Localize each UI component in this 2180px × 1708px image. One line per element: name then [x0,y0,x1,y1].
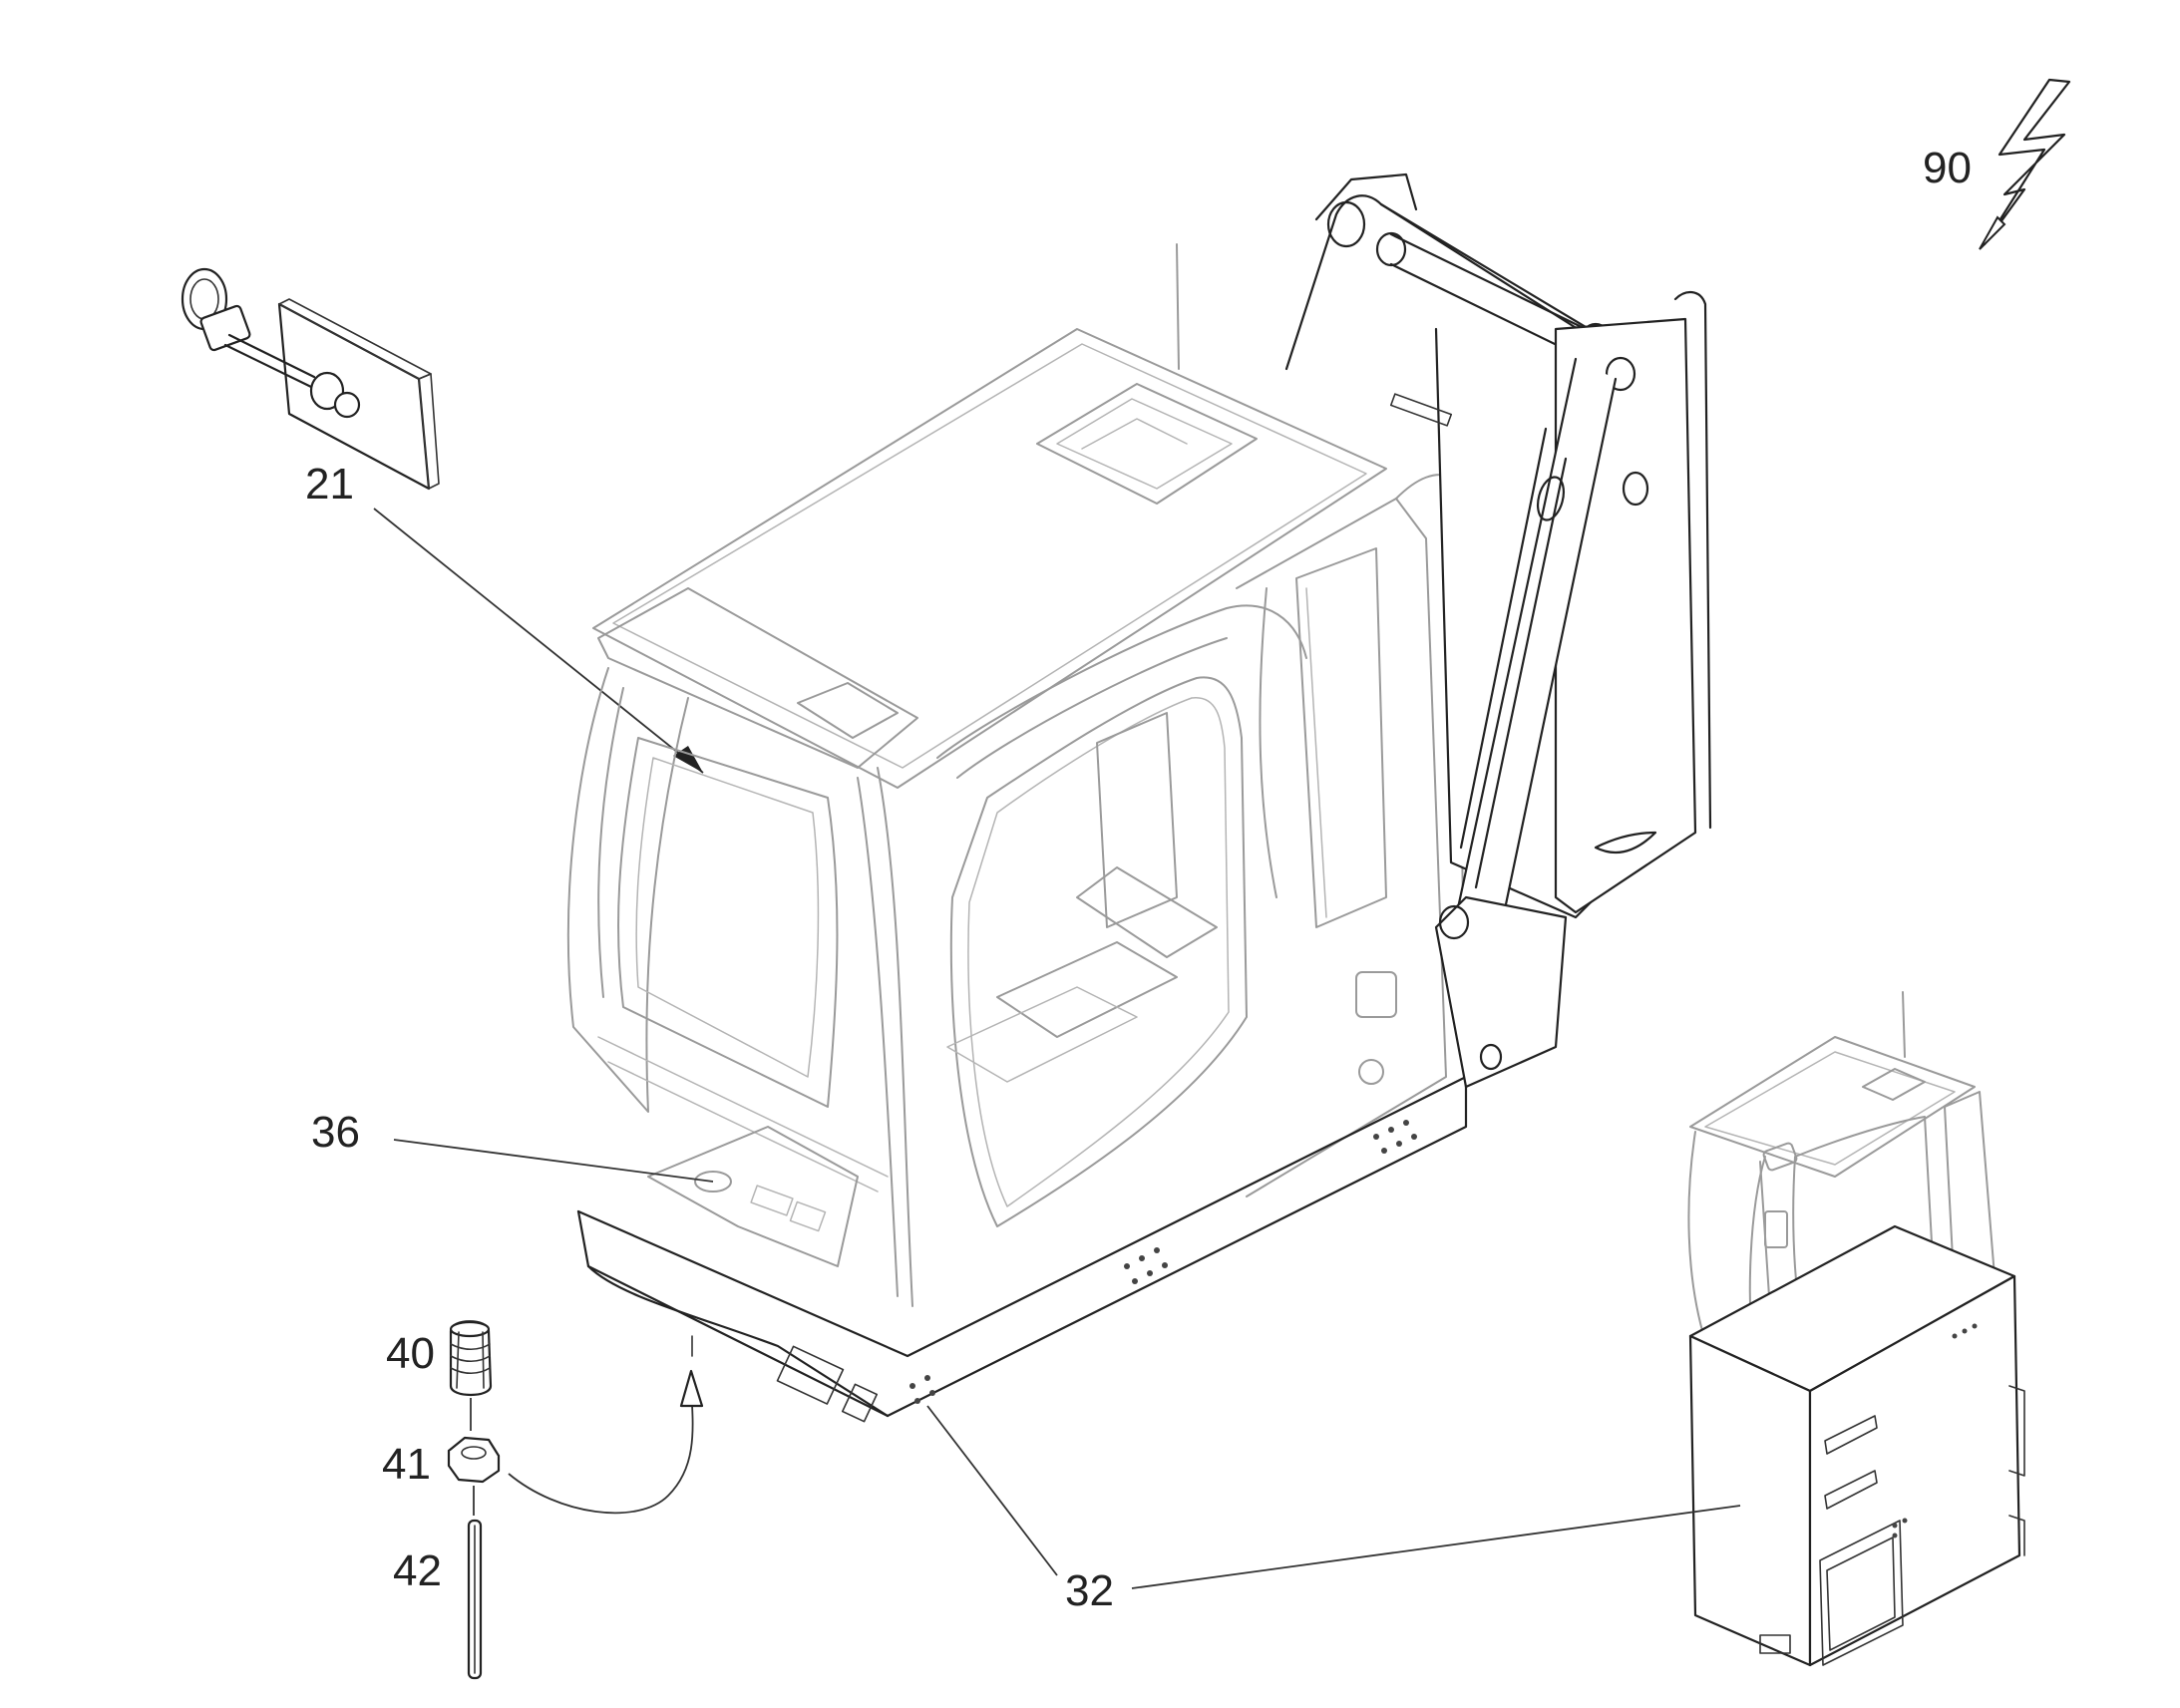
leader-assembly-curve [508,1385,694,1515]
callout-36: 36 [311,1108,360,1157]
callout-32: 32 [1065,1566,1114,1615]
cab-riser-frame [1284,172,1712,1089]
cab-base-box [1688,1224,2025,1667]
callout-41: 41 [382,1440,431,1489]
leader-32b [1131,1505,1741,1589]
leader-21 [373,508,704,774]
callout-40: 40 [386,1329,435,1378]
operator-cab-main [566,243,1468,1423]
leader-arrowhead-21 [673,746,703,773]
callout-42: 42 [393,1546,442,1595]
hex-nut-part-41 [447,1436,501,1484]
leader-32a [926,1405,1058,1576]
lightning-bolt-icon [1979,78,2071,250]
operator-cab-small [1687,991,1996,1392]
cable-gland-part-40 [449,1320,493,1397]
callout-21: 21 [305,460,354,509]
switch-part-21 [181,267,440,491]
assembly-arrow-icon [679,1369,704,1408]
leader-36 [393,1139,714,1183]
rod-part-42 [467,1519,483,1680]
callout-90: 90 [1923,144,1972,192]
